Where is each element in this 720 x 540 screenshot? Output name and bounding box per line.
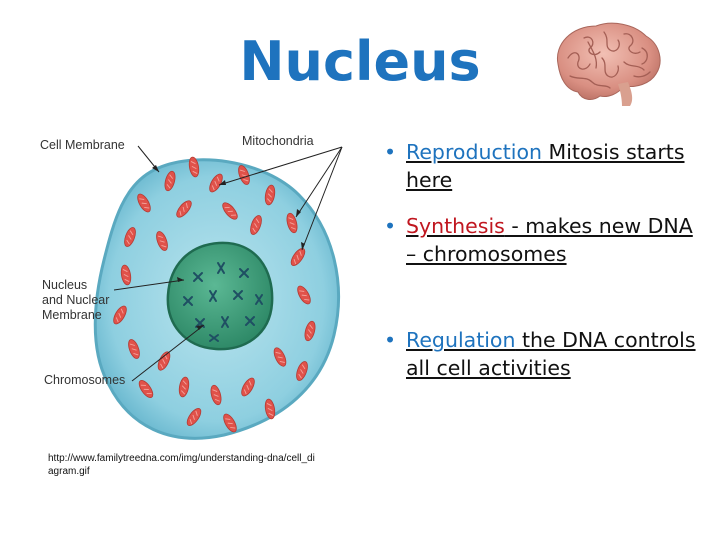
bullet-text: Synthesis - makes new DNA – chromosomes xyxy=(406,212,704,268)
bullet-rest: - makes new DNA – chromosomes xyxy=(406,214,693,266)
bullet-marker: • xyxy=(384,328,397,352)
bullet-marker: • xyxy=(384,140,397,164)
nucleus xyxy=(166,241,274,351)
bullet-item: • Regulation the DNA controls all cell a… xyxy=(384,326,704,382)
label-nucleus-line1: Nucleus xyxy=(42,278,88,292)
bullet-marker: • xyxy=(384,214,397,238)
source-link[interactable]: http://www.familytreedna.com/img/underst… xyxy=(48,453,315,477)
bullet-text: Regulation the DNA controls all cell act… xyxy=(406,326,704,382)
bullet-keyword: Regulation xyxy=(406,328,516,352)
label-nucleus-line3: Membrane xyxy=(42,308,102,322)
bullet-item: • Reproduction Mitosis starts here xyxy=(384,138,704,194)
label-chromosomes: Chromosomes xyxy=(44,373,126,387)
bullet-text: Reproduction Mitosis starts here xyxy=(406,138,704,194)
chromosomes xyxy=(183,262,263,342)
slide-title: Nucleus xyxy=(239,30,481,93)
brain-icon xyxy=(556,22,661,106)
cell-diagram xyxy=(93,145,343,440)
bullet-rest: the DNA controls all cell activities xyxy=(406,328,696,380)
label-nucleus: Nucleus and Nuclear Membrane xyxy=(42,278,109,323)
label-cell-membrane: Cell Membrane xyxy=(40,138,125,152)
label-mitochondria: Mitochondria xyxy=(242,134,314,148)
bullet-keyword: Reproduction xyxy=(406,140,543,164)
label-nucleus-line2: and Nuclear xyxy=(42,293,110,307)
bullet-item: • Synthesis - makes new DNA – chromosome… xyxy=(384,212,704,268)
bullet-rest: Mitosis starts here xyxy=(406,140,685,192)
bullet-keyword: Synthesis xyxy=(406,214,505,238)
